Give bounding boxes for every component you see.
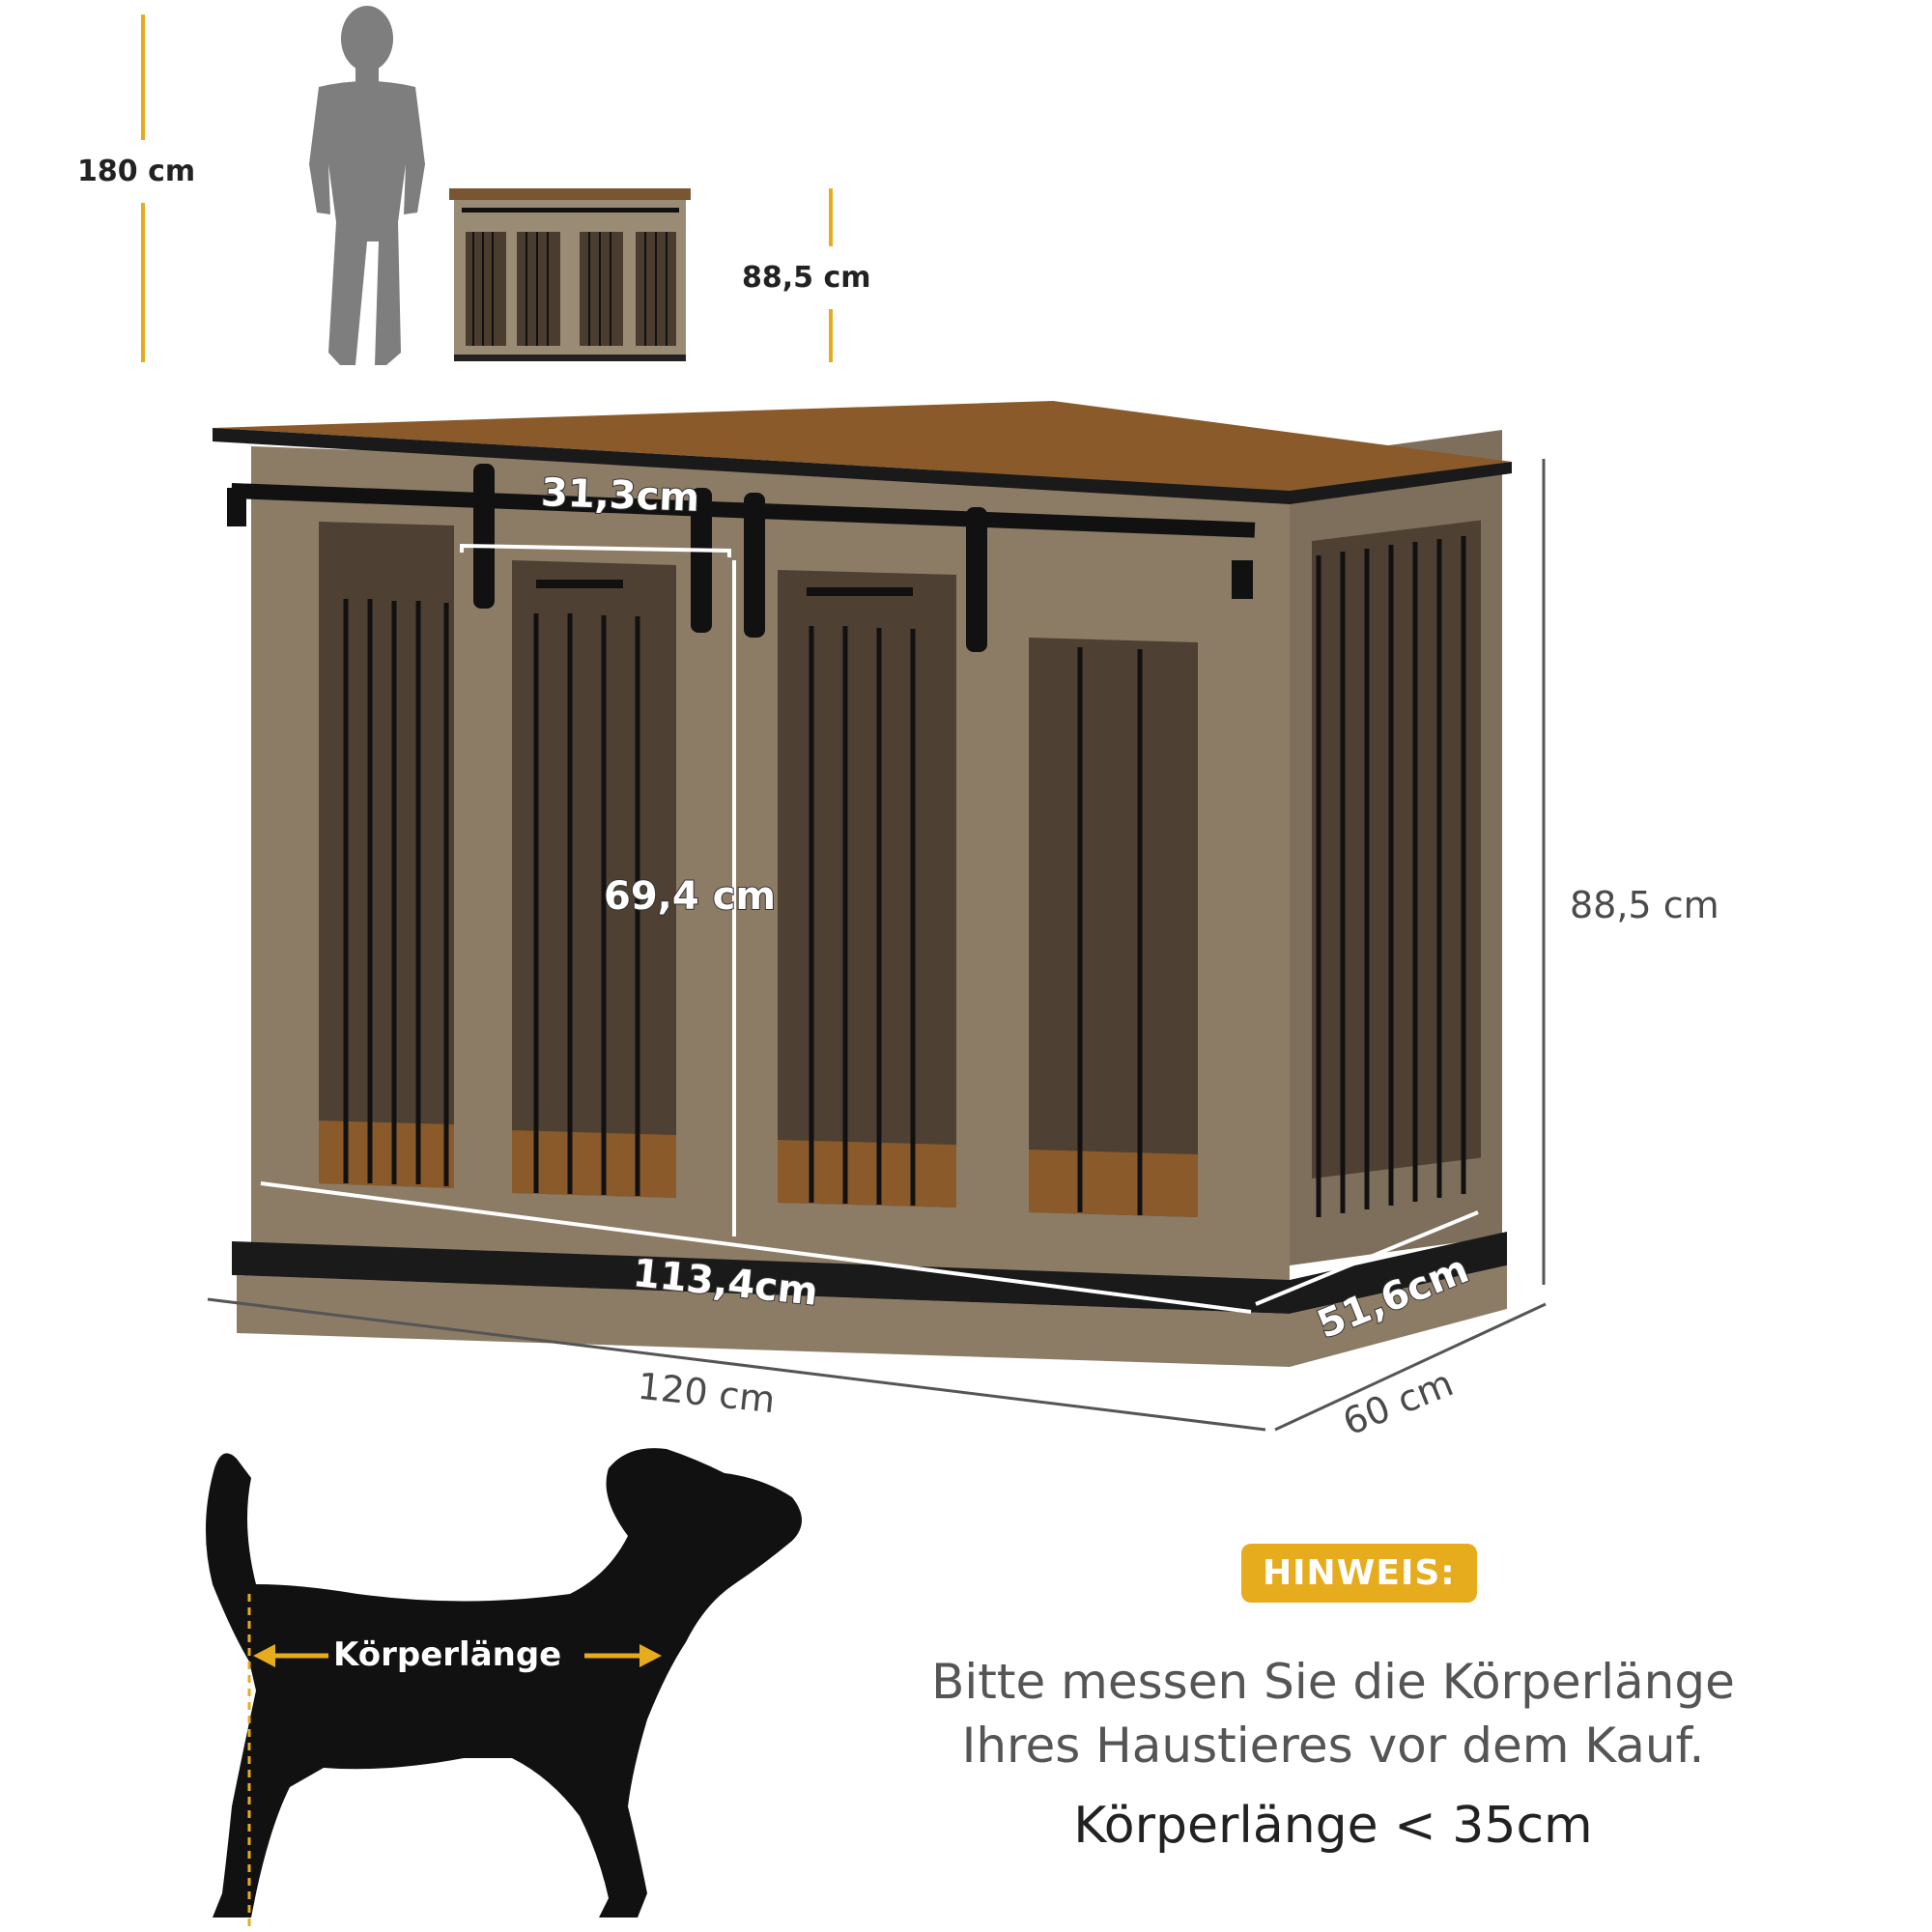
base-edge bbox=[232, 1232, 1507, 1314]
small-crate-icon bbox=[449, 188, 691, 361]
note-line-1: Bitte messen Sie die Körperlänge bbox=[931, 1654, 1735, 1710]
note-line-2: Ihres Haustieres vor dem Kauf. bbox=[961, 1718, 1705, 1774]
crate-height-small-label: 88,5 cm bbox=[742, 261, 871, 295]
dog-silhouette-icon bbox=[205, 1448, 802, 1927]
outer-dimension-lines bbox=[207, 459, 1547, 1432]
side-bars bbox=[1316, 536, 1466, 1217]
crate-illustration bbox=[207, 401, 1547, 1432]
dog-body-length-label: Körperlänge bbox=[333, 1635, 562, 1674]
front-bars bbox=[343, 599, 1143, 1215]
person-height-label: 180 cm bbox=[77, 155, 196, 188]
inner-door-width-label: 31,3cm bbox=[539, 469, 701, 522]
outer-height-label: 88,5 cm bbox=[1570, 884, 1719, 926]
door-handle-right bbox=[807, 587, 913, 596]
inner-height-label: 69,4 cm bbox=[603, 873, 777, 920]
note-badge: HINWEIS: bbox=[1241, 1544, 1477, 1603]
rail-hangers bbox=[227, 464, 1253, 652]
inner-dimension-lines bbox=[260, 543, 1479, 1314]
crate-top bbox=[213, 401, 1512, 491]
note-length-limit: Körperlänge < 35cm bbox=[1073, 1797, 1593, 1855]
person-silhouette-icon bbox=[309, 6, 425, 365]
scale-lines bbox=[141, 6, 833, 365]
door-handle-left bbox=[536, 580, 623, 588]
